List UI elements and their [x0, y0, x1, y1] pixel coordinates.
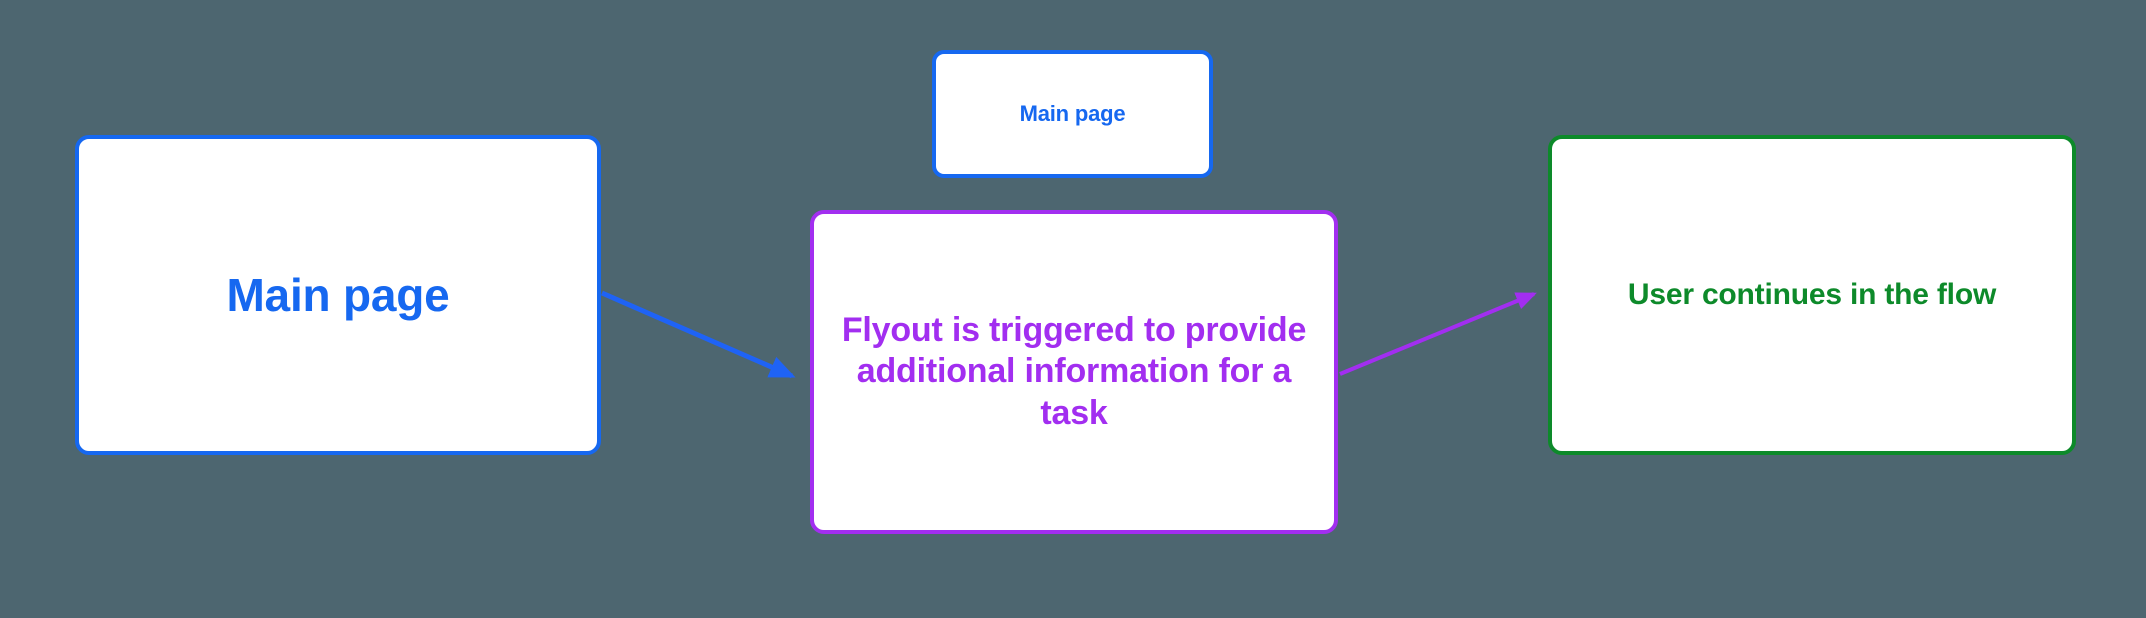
node-flyout-label: Flyout is triggered to provide additiona… — [841, 310, 1307, 432]
node-user-continues-label: User continues in the flow — [1627, 277, 1997, 311]
node-user-continues[interactable]: User continues in the flow — [1548, 135, 2076, 455]
node-main-page-label: Main page — [226, 268, 450, 321]
connector-flyout-to-user-continues — [1339, 292, 1537, 376]
node-main-page-small[interactable]: Main page — [932, 50, 1213, 178]
node-flyout[interactable]: Flyout is triggered to provide additiona… — [810, 210, 1338, 534]
node-main-page-small-label: Main page — [1019, 100, 1126, 126]
connector-main-page-to-flyout — [600, 290, 796, 379]
node-main-page[interactable]: Main page — [75, 135, 601, 455]
